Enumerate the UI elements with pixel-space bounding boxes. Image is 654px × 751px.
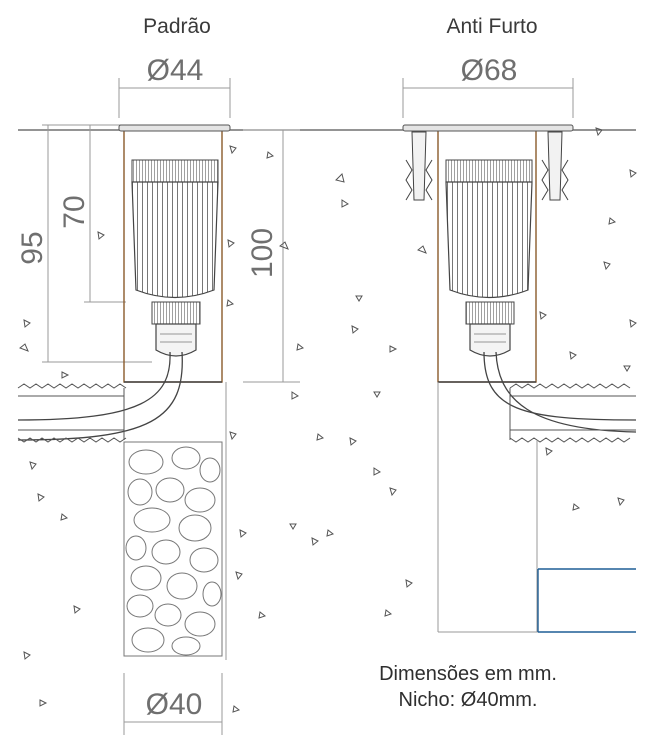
anchor-left (405, 131, 433, 201)
note-niche: Nicho: Ø40mm. (399, 689, 538, 711)
cable-anti-furto (483, 351, 637, 433)
dim-top-left (118, 78, 231, 118)
flange-anti-furto (402, 124, 574, 132)
dim-depth-left (42, 124, 152, 363)
note-units: Dimensões em mm. (379, 663, 557, 685)
diameter-label-anti-furto: Ø68 (461, 54, 518, 87)
pipe-anti-furto (509, 383, 636, 443)
anchor-right (541, 131, 569, 201)
depth-label-95: 95 (16, 231, 49, 264)
depth-label-70: 70 (58, 195, 91, 228)
diameter-label-padrao: Ø44 (147, 54, 204, 87)
gravel-column (123, 441, 223, 657)
dim-depth-100 (243, 129, 300, 383)
dim-top-right (402, 78, 574, 118)
luminaire-anti-furto (445, 159, 533, 357)
flange-padrao (118, 124, 231, 132)
luminaire-padrao (131, 159, 219, 357)
concrete-speckles (19, 127, 637, 713)
cable-padrao (17, 351, 183, 441)
title-anti-furto: Anti Furto (446, 15, 537, 38)
depth-label-100: 100 (246, 228, 279, 278)
pipe-padrao (17, 383, 127, 443)
diameter-label-base: Ø40 (146, 688, 203, 721)
title-padrao: Padrão (143, 15, 211, 38)
accent-box (537, 568, 636, 633)
dim-bottom (123, 673, 223, 735)
